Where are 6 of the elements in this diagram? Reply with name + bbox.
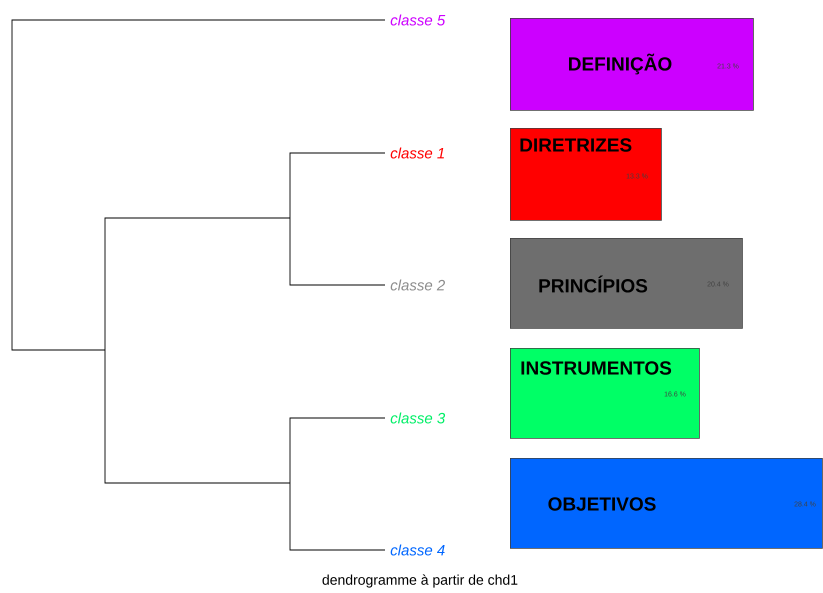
- caption: dendrogramme à partir de chd1: [322, 574, 518, 588]
- class-label: classe 2: [390, 279, 445, 290]
- class-label: classe 3: [390, 412, 446, 424]
- class-label: classe 4: [390, 544, 445, 556]
- class-label: classe 5: [390, 14, 446, 26]
- class-label: classe 1: [390, 147, 444, 158]
